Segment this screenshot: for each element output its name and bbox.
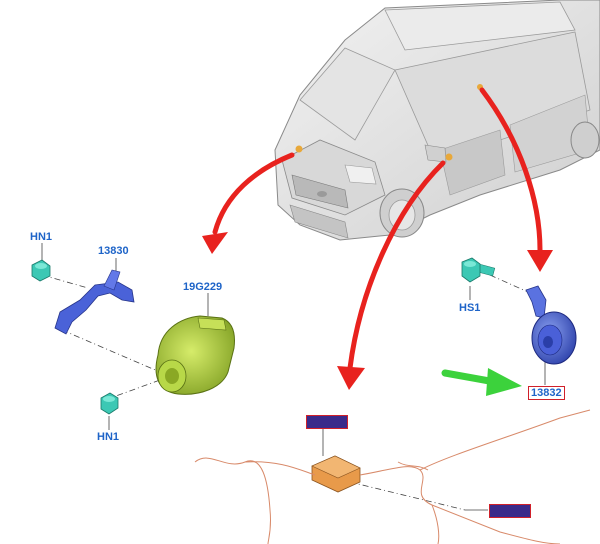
arrowhead-left [202,232,228,254]
label-19g229: 19G229 [183,281,223,293]
label-hn1-top: HN1 [30,231,53,243]
arrow-to-left-assembly [212,152,295,235]
arrow-to-center-module [347,160,446,371]
center-assembly [194,409,591,544]
label-hs1: HS1 [459,302,481,314]
arrowhead-center [337,366,365,390]
unit-19g229 [155,315,235,395]
label-13830: 13830 [98,245,129,257]
green-pointer-arrow [441,368,522,396]
bolt-hs1 [461,257,496,283]
module-orange [311,455,361,493]
label-13832: 13832 [528,386,565,400]
arrow-to-horn [479,87,543,253]
label-hn1-bottom: HN1 [97,431,120,443]
nut-hn1-bottom [100,392,119,415]
van-illustration [274,0,600,241]
label-center-module-redacted [306,415,348,429]
bracket-13830 [54,269,135,335]
location-arrows [212,87,543,371]
left-assembly [31,243,235,430]
wiring-harness [194,409,591,544]
horn-assembly [461,257,577,385]
nut-hn1-top [31,259,51,282]
horn-13832 [525,285,577,365]
label-harness-redacted [489,504,531,518]
arrowhead-right [527,250,553,272]
